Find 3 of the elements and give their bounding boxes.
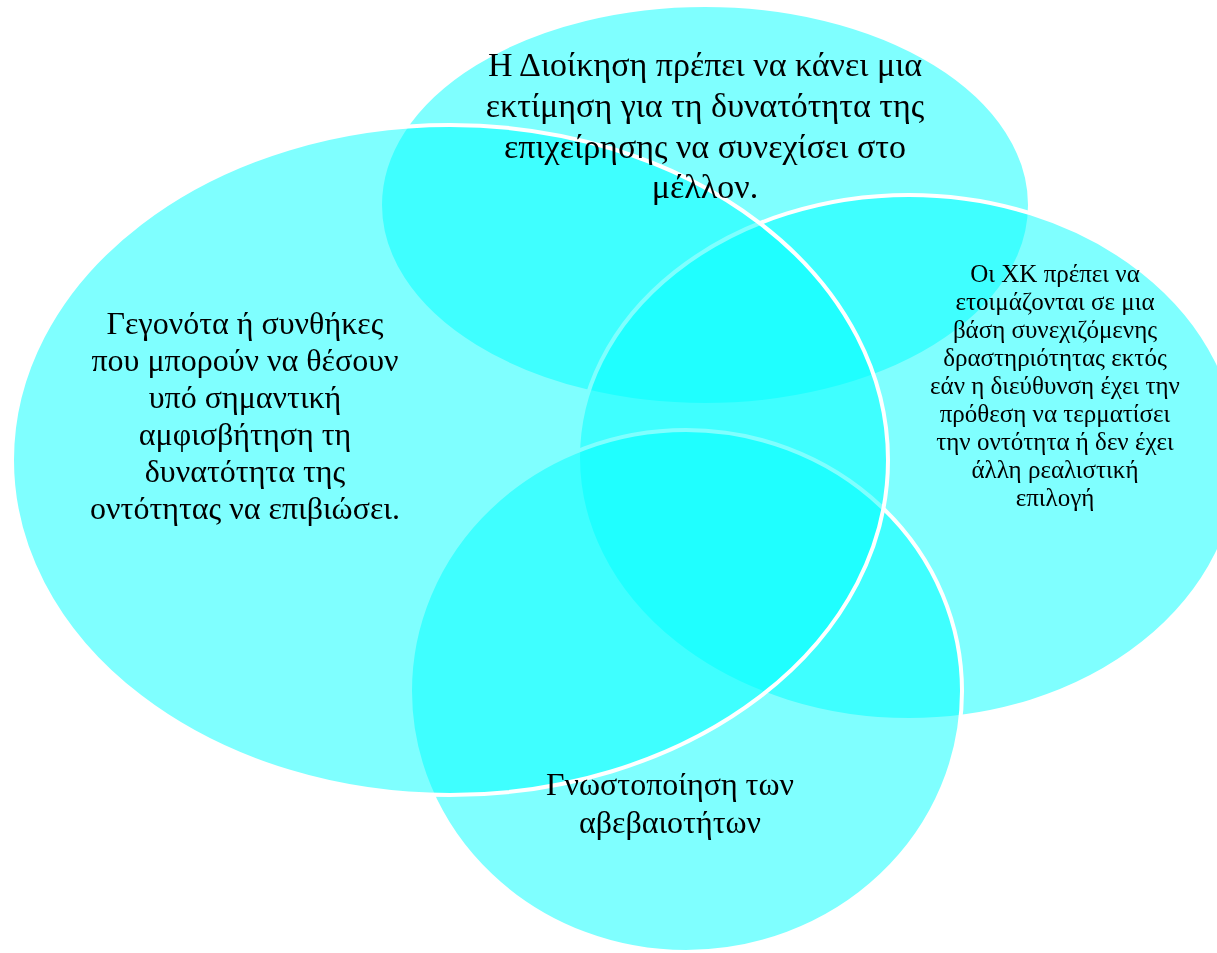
ellipse-text: Γεγονότα ή συνθήκες που μπορούν να θέσουν υπό σημαντική αμφισβήτηση τη δυνατότητα της οντότητας να επιβιώσει. xyxy=(89,305,401,527)
ellipse-text: Οι ΧΚ πρέπει να ετοιμάζονται σε μια βάση συνεχιζόμενης δραστηριότητας εκτός εάν η διεύθυνση έχει την πρόθεση να τερματίσει την οντότητα ή δεν έχει άλλη ρεαλιστική επιλογή xyxy=(930,260,1180,512)
ellipse-text: Γνωστοποίηση των αβεβαιοτήτων xyxy=(545,765,795,842)
